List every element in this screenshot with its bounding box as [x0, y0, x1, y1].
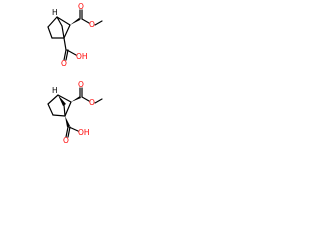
atom-acid-oh: OH — [78, 128, 90, 137]
wedge-bond-acid — [65, 116, 70, 127]
atom-acid-carbonyl-o: O — [63, 136, 69, 145]
bond-cage-3 — [52, 114, 66, 117]
bond-acid-co-1 — [63, 49, 67, 61]
atom-ester-carbonyl-o: O — [78, 80, 84, 89]
bond-bridge-1 — [56, 16, 63, 27]
bond-ring-2 — [47, 26, 53, 39]
molecule-top: H O O O OH — [47, 2, 103, 68]
bond-acid-c — [63, 37, 67, 51]
bond-acid-co-2 — [67, 126, 71, 138]
bond-ring-1 — [47, 16, 58, 28]
bond-bridge-2 — [61, 25, 65, 39]
wedge-bond-ester — [71, 96, 81, 102]
bond-cage-4 — [64, 101, 72, 117]
bond-cage-2 — [47, 103, 54, 116]
wedge-bridge-1 — [58, 95, 66, 106]
wedge-bond-ester — [70, 18, 80, 25]
bond-acid-oh — [68, 126, 79, 132]
bond-cage-5 — [57, 94, 72, 103]
atom-h-stereo: H — [52, 86, 58, 95]
atom-ester-carbonyl-o: O — [78, 2, 84, 11]
atom-acid-oh: OH — [76, 52, 88, 61]
atom-acid-carbonyl-o: O — [61, 59, 67, 68]
atom-h-stereo: H — [52, 8, 58, 17]
bond-methyl — [94, 98, 103, 104]
bond-ester-o — [81, 18, 90, 24]
molecule-bottom: H O O O OH — [47, 80, 103, 145]
bond-acid-co-1 — [65, 126, 69, 138]
atom-ester-o: O — [89, 98, 95, 107]
bond-acid-oh — [66, 49, 77, 56]
bond-ester-o — [81, 96, 90, 102]
bond-ring-5 — [56, 16, 71, 26]
bond-methyl — [94, 20, 103, 26]
chemical-structures-diagram: H O O O OH H O O — [47, 2, 103, 145]
bond-cage-1 — [47, 94, 59, 105]
bond-bridge-low — [63, 104, 66, 117]
bond-acid-co-2 — [65, 49, 69, 61]
bond-ring-4 — [63, 24, 71, 39]
atom-ester-o: O — [89, 20, 95, 29]
